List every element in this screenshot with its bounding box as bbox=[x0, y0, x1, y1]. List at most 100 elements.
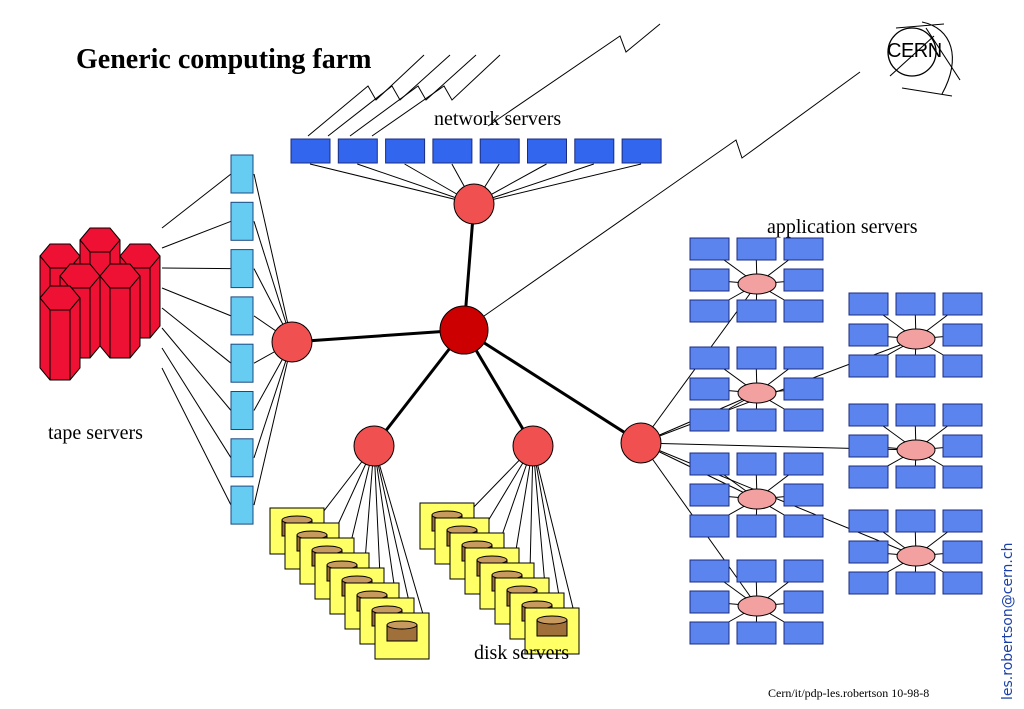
network-server-link bbox=[357, 163, 475, 205]
tape-drive-link bbox=[161, 367, 232, 506]
network-server-link bbox=[309, 163, 475, 205]
application-server bbox=[783, 483, 824, 507]
application-server bbox=[848, 434, 889, 458]
application-server bbox=[689, 559, 730, 583]
application-server bbox=[736, 514, 777, 538]
application-server bbox=[942, 323, 983, 347]
application-server bbox=[942, 540, 983, 564]
application-server bbox=[736, 559, 777, 583]
application-server bbox=[895, 292, 936, 316]
disk-hub bbox=[353, 425, 395, 467]
application-cluster-hub bbox=[737, 595, 777, 617]
application-server bbox=[848, 540, 889, 564]
application-server bbox=[848, 323, 889, 347]
tape-drive-link bbox=[161, 173, 232, 229]
tape-drive-link bbox=[161, 267, 232, 270]
disk-cylinder-top bbox=[386, 620, 418, 630]
tape-server bbox=[230, 343, 254, 383]
tape-server-link bbox=[253, 221, 293, 343]
application-server bbox=[848, 509, 889, 533]
disk-server-link bbox=[529, 445, 534, 572]
application-server bbox=[736, 346, 777, 370]
application-server bbox=[689, 268, 730, 292]
application-server bbox=[783, 237, 824, 261]
application-server bbox=[689, 299, 730, 323]
application-server bbox=[895, 509, 936, 533]
author-email: les.robertson@cern.ch bbox=[1000, 542, 1016, 700]
network-server bbox=[337, 138, 378, 164]
app-cluster-link bbox=[640, 442, 917, 557]
disk-servers-group bbox=[269, 502, 580, 660]
tape-server bbox=[230, 485, 254, 525]
wan-link bbox=[349, 54, 477, 137]
application-server bbox=[783, 268, 824, 292]
application-server bbox=[689, 237, 730, 261]
application-cluster-hub bbox=[896, 328, 936, 350]
tape-servers-label: tape servers bbox=[48, 422, 143, 444]
network-server-link bbox=[473, 163, 642, 205]
application-cluster-hub bbox=[896, 439, 936, 461]
application-server bbox=[783, 346, 824, 370]
footer-credit: Cern/it/pdp-les.robertson 10-98-8 bbox=[768, 686, 930, 700]
application-server bbox=[895, 354, 936, 378]
tape-server bbox=[230, 201, 254, 241]
network-server bbox=[385, 138, 426, 164]
disk-server-link bbox=[373, 445, 411, 607]
tape-cartridge-top bbox=[39, 285, 81, 311]
application-server bbox=[895, 403, 936, 427]
application-server bbox=[689, 514, 730, 538]
application-server bbox=[848, 571, 889, 595]
network-server bbox=[290, 138, 331, 164]
disk-hub bbox=[512, 425, 554, 467]
application-server bbox=[783, 621, 824, 645]
application-server bbox=[942, 403, 983, 427]
cern-logo-text: CERN bbox=[887, 40, 942, 62]
cern-logo bbox=[887, 21, 961, 97]
application-server bbox=[689, 377, 730, 401]
application-server bbox=[895, 465, 936, 489]
network-server bbox=[621, 138, 662, 164]
application-server bbox=[895, 571, 936, 595]
wan-link bbox=[327, 54, 451, 137]
tape-server bbox=[230, 438, 254, 478]
application-cluster-hub bbox=[896, 545, 936, 567]
application-server bbox=[848, 403, 889, 427]
application-cluster-hub bbox=[737, 382, 777, 404]
application-server bbox=[783, 590, 824, 614]
application-server bbox=[783, 559, 824, 583]
application-hub bbox=[620, 422, 662, 464]
application-server bbox=[942, 509, 983, 533]
application-server bbox=[942, 434, 983, 458]
tape-drive-link bbox=[161, 307, 232, 364]
page-title: Generic computing farm bbox=[76, 44, 372, 75]
wan-link bbox=[371, 54, 501, 137]
tape-server-link bbox=[253, 173, 293, 343]
disk-server-link bbox=[532, 445, 546, 587]
disk-cylinder-top bbox=[536, 615, 568, 625]
backbone-link bbox=[291, 328, 465, 344]
application-server bbox=[783, 377, 824, 401]
tape-drive-link bbox=[161, 287, 232, 317]
disk-server-link bbox=[373, 445, 426, 622]
tape-cartridges-group bbox=[39, 227, 161, 381]
application-server bbox=[783, 408, 824, 432]
network-server bbox=[574, 138, 615, 164]
application-server bbox=[736, 621, 777, 645]
application-server bbox=[689, 408, 730, 432]
core-router bbox=[439, 305, 489, 355]
application-server bbox=[689, 452, 730, 476]
application-servers-label: application servers bbox=[767, 216, 918, 238]
tape-drive-link bbox=[161, 327, 232, 411]
network-servers-group bbox=[290, 138, 662, 164]
network-hub bbox=[453, 183, 495, 225]
tape-server bbox=[230, 154, 254, 194]
application-server bbox=[848, 292, 889, 316]
tape-servers-group bbox=[230, 154, 254, 525]
wan-link bbox=[463, 71, 861, 331]
application-server bbox=[736, 452, 777, 476]
tape-cartridge-top bbox=[79, 227, 121, 253]
application-cluster-hub bbox=[737, 273, 777, 295]
network-servers-label: network servers bbox=[434, 108, 562, 130]
network-server-link bbox=[473, 163, 594, 205]
